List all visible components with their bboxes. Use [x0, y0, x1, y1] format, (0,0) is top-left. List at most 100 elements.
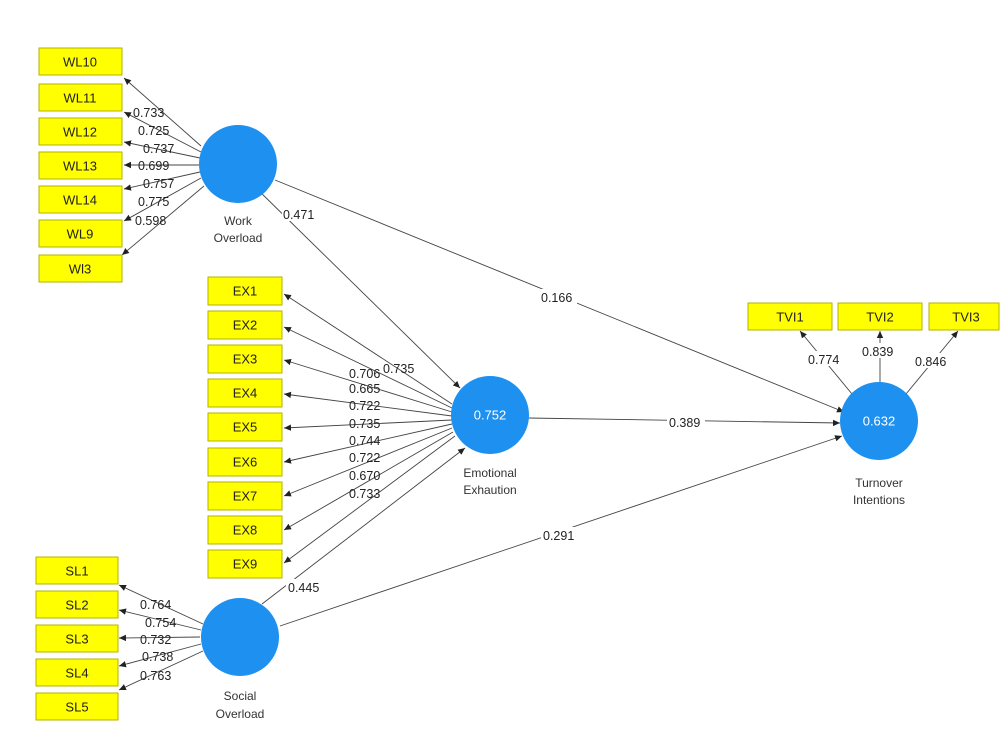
path-label-wo-ti: 0.166 [541, 291, 572, 305]
svg-text:WL10: WL10 [63, 55, 97, 70]
svg-text:Exhaution: Exhaution [463, 483, 516, 497]
indicator-sl4[interactable]: SL4 [35, 658, 119, 687]
svg-text:TVI2: TVI2 [866, 310, 893, 325]
indicator-wl13[interactable]: WL13 [38, 151, 123, 180]
loading-arrow-wl12 [123, 140, 201, 159]
loading-label-sl5: 0.763 [140, 669, 171, 683]
indicator-wl10[interactable]: WL10 [38, 47, 123, 76]
indicator-wl9[interactable]: WL9 [38, 219, 123, 248]
svg-text:0.632: 0.632 [863, 414, 896, 429]
indicator-ex6[interactable]: EX6 [207, 447, 283, 477]
indicator-sl5[interactable]: SL5 [35, 692, 119, 721]
loading-label-wl12: 0.737 [143, 142, 174, 156]
svg-text:SL5: SL5 [65, 700, 88, 715]
svg-text:Overload: Overload [216, 707, 265, 721]
latent-turnover-intentions[interactable]: 0.632 Turnover Intentions [840, 382, 918, 507]
loading-label-sl1: 0.764 [140, 598, 171, 612]
latent-social-overload[interactable]: Social Overload [201, 598, 279, 721]
indicator-ex4[interactable]: EX4 [207, 378, 283, 408]
loading-arrow-sl4 [118, 643, 202, 668]
loading-arrow-wl14 [123, 171, 201, 191]
indicator-tvi1[interactable]: TVI1 [747, 302, 833, 331]
loading-arrow-ex8 [283, 431, 454, 531]
loading-label-ex6: 0.744 [349, 434, 380, 448]
svg-text:EX8: EX8 [233, 523, 258, 538]
path-label-wo-ee: 0.471 [283, 208, 314, 222]
loading-arrow-wl10 [123, 77, 202, 147]
indicator-sl3[interactable]: SL3 [35, 624, 119, 653]
indicator-sl2[interactable]: SL2 [35, 590, 119, 619]
indicator-ex3[interactable]: EX3 [207, 344, 283, 374]
loading-label-ex1: 0.735 [383, 362, 414, 376]
indicator-wl12[interactable]: WL12 [38, 117, 123, 146]
loading-label-sl2: 0.754 [145, 616, 176, 630]
indicator-ex7[interactable]: EX7 [207, 481, 283, 511]
svg-text:TVI3: TVI3 [952, 310, 979, 325]
indicator-wl11[interactable]: WL11 [38, 83, 123, 112]
loading-label-wl3: 0.598 [135, 214, 166, 228]
loading-label-sl4: 0.738 [142, 650, 173, 664]
svg-text:Turnover: Turnover [855, 476, 903, 490]
svg-text:WL12: WL12 [63, 125, 97, 140]
svg-text:0.752: 0.752 [474, 408, 507, 423]
svg-text:Wl3: Wl3 [69, 262, 91, 277]
loading-arrow-ex7 [283, 427, 453, 497]
svg-text:Emotional: Emotional [463, 466, 516, 480]
indicator-ex2[interactable]: EX2 [207, 310, 283, 340]
svg-text:WL14: WL14 [63, 193, 97, 208]
svg-text:WL13: WL13 [63, 159, 97, 174]
svg-text:Intentions: Intentions [853, 493, 905, 507]
indicator-tvi3[interactable]: TVI3 [928, 302, 1000, 331]
svg-text:EX6: EX6 [233, 455, 258, 470]
svg-text:EX5: EX5 [233, 420, 258, 435]
loading-arrow-sl3 [118, 634, 201, 642]
indicator-ex1[interactable]: EX1 [207, 276, 283, 306]
path-label-ee-ti: 0.389 [669, 416, 700, 430]
loading-label-tvi2: 0.839 [862, 345, 893, 359]
loading-arrow-wl9 [123, 177, 202, 222]
loading-label-ex8: 0.670 [349, 469, 380, 483]
svg-text:SL1: SL1 [65, 564, 88, 579]
loading-label-ex2: 0.706 [349, 367, 380, 381]
loading-label-wl9: 0.775 [138, 195, 169, 209]
svg-text:TVI1: TVI1 [776, 310, 803, 325]
loading-arrow-ex6 [283, 423, 453, 464]
loading-label-wl10: 0.733 [133, 106, 164, 120]
loading-arrow-ex5 [283, 419, 453, 431]
indicator-wl3[interactable]: Wl3 [38, 254, 123, 283]
svg-text:EX2: EX2 [233, 318, 258, 333]
indicator-ex9[interactable]: EX9 [207, 549, 283, 579]
loading-arrow-ex2 [283, 326, 453, 409]
latent-emotional-exhaustion[interactable]: 0.752 Emotional Exhaution [451, 376, 529, 497]
svg-text:EX3: EX3 [233, 352, 258, 367]
svg-text:EX7: EX7 [233, 489, 258, 504]
path-label-so-ti: 0.291 [543, 529, 574, 543]
loading-arrow-ex4 [283, 391, 453, 417]
loading-label-ex9: 0.733 [349, 487, 380, 501]
loading-arrow-sl1 [118, 584, 204, 625]
indicator-wl14[interactable]: WL14 [38, 185, 123, 214]
loading-arrow-ex9 [283, 435, 456, 564]
loading-arrow-wl3 [121, 185, 205, 256]
svg-text:EX4: EX4 [233, 386, 258, 401]
svg-text:WL11: WL11 [64, 91, 97, 106]
latent-work-overload[interactable]: Work Overload [199, 125, 277, 245]
indicator-tvi2[interactable]: TVI2 [837, 302, 923, 331]
path-label-so-ee: 0.445 [288, 581, 319, 595]
loading-arrow-ex3 [283, 359, 453, 413]
indicator-sl1[interactable]: SL1 [35, 556, 119, 585]
loading-label-sl3: 0.732 [140, 633, 171, 647]
svg-text:Social: Social [224, 689, 257, 703]
svg-text:EX9: EX9 [233, 557, 258, 572]
svg-text:WL9: WL9 [67, 227, 94, 242]
loading-label-wl11: 0.725 [138, 124, 169, 138]
indicator-ex5[interactable]: EX5 [207, 412, 283, 442]
loading-label-wl14: 0.757 [143, 177, 174, 191]
svg-text:Overload: Overload [214, 231, 263, 245]
loading-label-wl13: 0.699 [138, 159, 169, 173]
indicator-ex8[interactable]: EX8 [207, 515, 283, 545]
loading-label-tvi1: 0.774 [808, 353, 839, 367]
path-arrow-so-ee [261, 447, 466, 605]
svg-text:EX1: EX1 [233, 284, 258, 299]
